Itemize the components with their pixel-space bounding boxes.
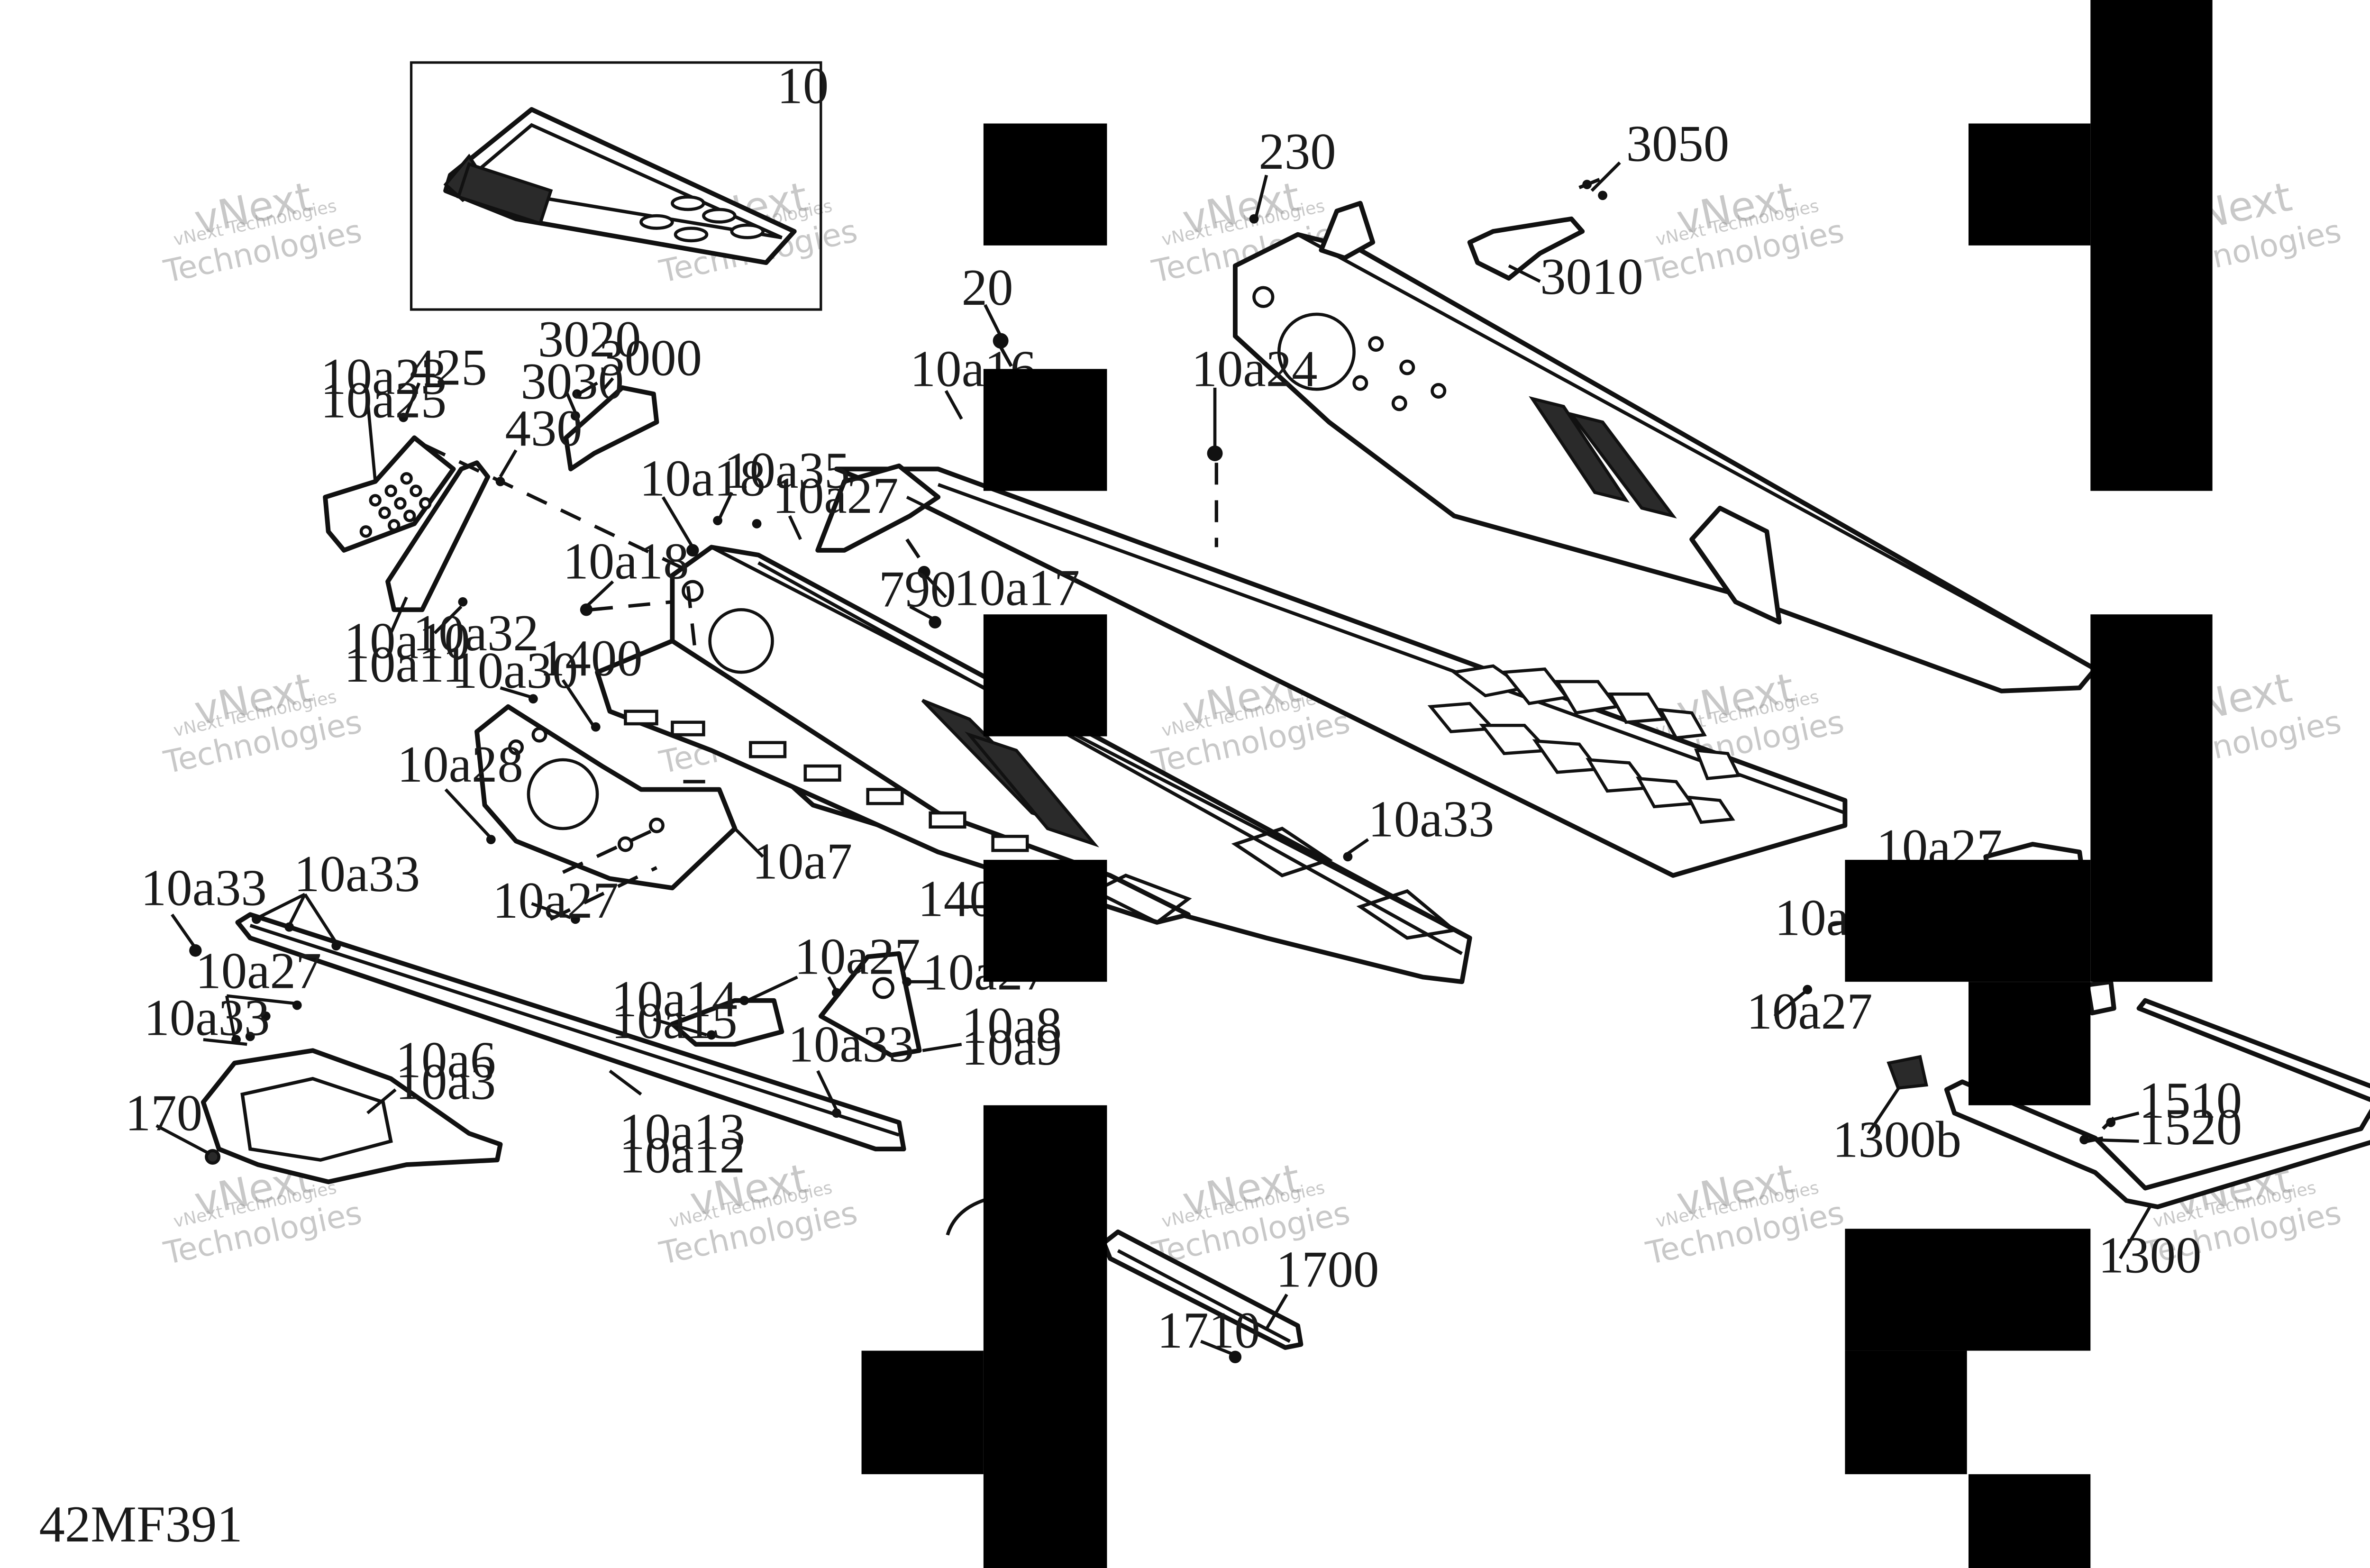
label-10a11: 10a11 [344, 636, 468, 693]
drawing-code: 42MF391 [39, 1495, 242, 1553]
redaction-blocks [861, 0, 2213, 1568]
label-10a33-right: 10a33 [1368, 790, 1494, 848]
label-10a33-rail: 10a33 [294, 845, 420, 903]
front-skid-rail [235, 912, 906, 1152]
label-10a23: 10a23 [320, 348, 447, 405]
rear-bumper [1887, 998, 2370, 1210]
label-10a7: 10a7 [752, 833, 853, 890]
label-1700: 1700 [1276, 1240, 1379, 1298]
label-1300b: 1300b [1832, 1111, 1961, 1168]
label-10a27-right: 10a27 [1747, 983, 1873, 1040]
label-10a33-shield: 10a33 [144, 989, 270, 1046]
label-1520: 1520 [2139, 1098, 2242, 1156]
tunnel-main [595, 545, 1472, 985]
label-10a17: 10a17 [954, 559, 1080, 616]
watermark: vNext vNext Technologies Technologies [160, 664, 365, 781]
bracket-grid [359, 472, 432, 538]
inset-tunnel-drawing [443, 107, 797, 265]
running-board [946, 1194, 1304, 1363]
callouts: 230 3050 3010 20 10a16 10a24 3020 3000 3… [125, 115, 2242, 1359]
label-10a35: 10a35 [724, 442, 850, 499]
lower-heat-shield [201, 1048, 503, 1185]
label-10a27-top: 10a27 [773, 467, 899, 524]
panel-holes [1352, 336, 1447, 411]
label-230: 230 [1258, 123, 1336, 180]
label-430: 430 [505, 400, 582, 457]
label-10a24: 10a24 [1192, 340, 1318, 398]
label-3010: 3010 [1540, 248, 1643, 305]
leader-lines [155, 161, 2151, 1356]
label-3050: 3050 [1626, 115, 1730, 173]
label-3020: 3020 [538, 310, 641, 368]
watermark: vNext vNext Technologies Technologies [160, 173, 365, 290]
inset-box: 10 [410, 57, 829, 311]
watermark: vNext vNext Technologies Technologies [656, 1155, 860, 1272]
label-10a9: 10a9 [962, 1019, 1062, 1076]
label-10a13: 10a13 [619, 1103, 745, 1160]
label-10a10: 10a10 [344, 612, 470, 670]
label-10a27-shield: 10a27 [195, 942, 321, 999]
label-10a6: 10a6 [396, 1031, 496, 1088]
label-10a3: 10a3 [396, 1053, 496, 1111]
label-790: 790 [879, 561, 956, 618]
label-10a33-bottom: 10a33 [788, 1015, 914, 1073]
label-10a28: 10a28 [397, 736, 523, 793]
tunnel-right-side-panel [1232, 201, 2098, 693]
label-10a8: 10a8 [962, 997, 1062, 1054]
label-170: 170 [125, 1085, 202, 1142]
label-10a33-far-left: 10a33 [141, 859, 267, 917]
rear-bracket-left [323, 385, 659, 612]
watermark: vNext vNext Technologies Technologies [1642, 1155, 1847, 1272]
label-3030: 3030 [520, 353, 624, 410]
label-10a32: 10a32 [413, 604, 539, 662]
label-1510: 1510 [2139, 1072, 2242, 1129]
label-10a27-bracket: 10a27 [794, 928, 921, 985]
label-425: 425 [410, 338, 487, 396]
plate-cutouts [1427, 664, 1741, 824]
side-gusset-plate [474, 704, 738, 891]
label-1710: 1710 [1157, 1302, 1260, 1359]
label-10a25: 10a25 [320, 372, 447, 429]
label-20: 20 [962, 259, 1013, 316]
label-10a18-mid: 10a18 [563, 532, 689, 590]
label-10a14: 10a14 [611, 970, 738, 1028]
inset-label: 10 [777, 57, 829, 115]
label-10a27-left: 10a27 [492, 872, 619, 929]
label-1400: 1400 [539, 629, 643, 687]
label-10a15: 10a15 [611, 992, 738, 1049]
watermark: vNext vNext Technologies Technologies [1642, 173, 1847, 290]
label-3000: 3000 [599, 329, 702, 387]
label-10a18-top: 10a18 [639, 450, 766, 507]
tunnel-top-plate [815, 463, 1848, 878]
label-10a30: 10a30 [452, 642, 578, 699]
label-10a12: 10a12 [619, 1127, 745, 1184]
label-1300: 1300 [2098, 1227, 2202, 1284]
